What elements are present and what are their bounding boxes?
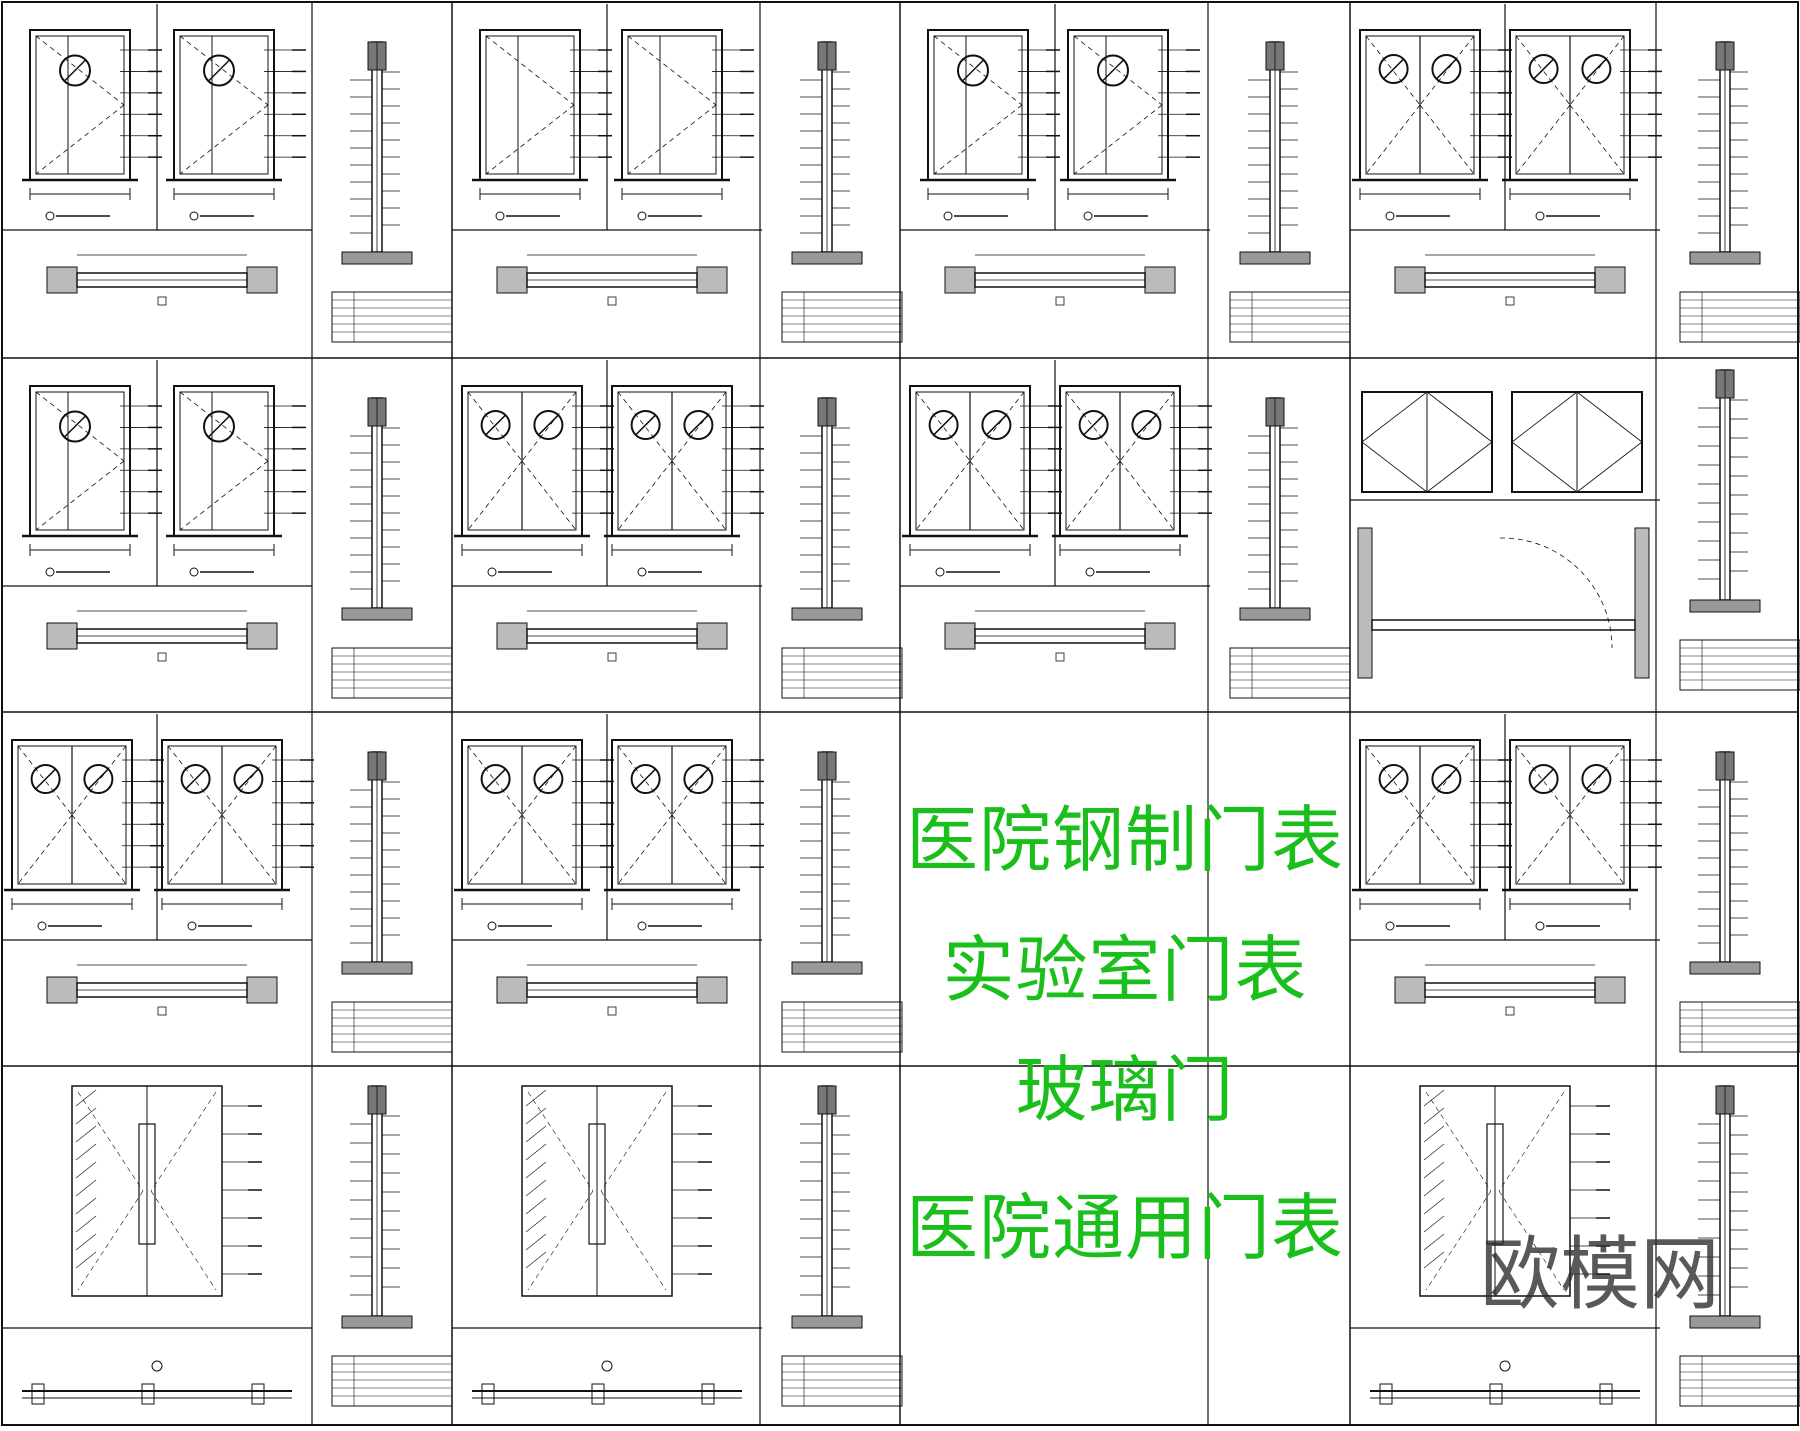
door-elevation — [479, 29, 581, 181]
wall-hatch — [46, 266, 78, 294]
vision-panel — [1528, 54, 1559, 84]
wall-hatch — [944, 622, 976, 650]
wall-hatch — [1357, 527, 1373, 679]
vision-panel — [83, 764, 114, 794]
vision-panel — [533, 410, 564, 440]
vision-panel — [981, 410, 1012, 440]
spec-table — [331, 647, 453, 699]
spec-table — [781, 1355, 903, 1407]
vision-panel — [1528, 764, 1559, 794]
wall-hatch — [1594, 266, 1626, 294]
vision-panel — [1378, 54, 1409, 84]
door-elevation — [29, 29, 131, 181]
spec-table — [781, 647, 903, 699]
vision-panel — [683, 764, 714, 794]
vision-panel — [59, 410, 91, 443]
wall-hatch — [246, 266, 278, 294]
spec-table — [331, 1355, 453, 1407]
wall-hatch — [246, 622, 278, 650]
wall-hatch — [496, 622, 528, 650]
vision-panel — [59, 54, 91, 87]
vision-panel — [233, 764, 264, 794]
vision-panel — [203, 410, 235, 443]
spec-table — [1229, 291, 1351, 343]
door-elevation — [927, 29, 1029, 181]
swing-arc — [1499, 537, 1613, 649]
watermark-logo: 欧模网 — [1480, 1228, 1720, 1321]
pull-handle — [138, 1123, 156, 1245]
spec-table — [781, 291, 903, 343]
wall-hatch — [1634, 527, 1650, 679]
vision-panel — [630, 764, 661, 794]
vision-panel — [1378, 764, 1409, 794]
wall-hatch — [246, 976, 278, 1004]
spec-table — [331, 1001, 453, 1053]
door-plan — [1371, 619, 1636, 631]
wall-hatch — [1144, 266, 1176, 294]
door-elevation — [173, 29, 275, 181]
wall-hatch — [1394, 266, 1426, 294]
spec-table — [1679, 1355, 1800, 1407]
vision-panel — [203, 54, 235, 87]
title-steel-door-schedule: 医院钢制门表 — [905, 798, 1344, 882]
vision-panel — [957, 54, 989, 87]
wall-hatch — [46, 622, 78, 650]
door-elevation — [621, 29, 723, 181]
door-elevation — [1067, 29, 1169, 181]
vision-panel — [1431, 764, 1462, 794]
spec-table — [1679, 639, 1800, 691]
vision-panel — [180, 764, 211, 794]
door-elevation — [173, 385, 275, 537]
wall-hatch — [944, 266, 976, 294]
vision-panel — [1431, 54, 1462, 84]
spec-table — [1679, 1001, 1800, 1053]
vision-panel — [480, 764, 511, 794]
vision-panel — [30, 764, 61, 794]
vision-panel — [928, 410, 959, 440]
vision-panel — [533, 764, 564, 794]
wall-hatch — [696, 266, 728, 294]
vision-panel — [683, 410, 714, 440]
spec-table — [781, 1001, 903, 1053]
pull-handle — [588, 1123, 606, 1245]
door-elevation — [29, 385, 131, 537]
vision-panel — [480, 410, 511, 440]
title-general-door-schedule: 医院通用门表 — [905, 1186, 1344, 1270]
vision-panel — [1131, 410, 1162, 440]
spec-table — [1679, 291, 1800, 343]
title-glass-door: 玻璃门 — [1015, 1048, 1235, 1132]
wall-hatch — [1144, 622, 1176, 650]
vision-panel — [1097, 54, 1129, 87]
vision-panel — [630, 410, 661, 440]
wall-hatch — [1394, 976, 1426, 1004]
wall-hatch — [496, 976, 528, 1004]
vision-panel — [1581, 764, 1612, 794]
wall-hatch — [46, 976, 78, 1004]
wall-hatch — [1594, 976, 1626, 1004]
vision-panel — [1581, 54, 1612, 84]
pull-handle — [1486, 1123, 1504, 1245]
title-lab-door-schedule: 实验室门表 — [942, 928, 1308, 1012]
spec-table — [331, 291, 453, 343]
wall-hatch — [696, 976, 728, 1004]
wall-hatch — [696, 622, 728, 650]
vision-panel — [1078, 410, 1109, 440]
spec-table — [1229, 647, 1351, 699]
wall-hatch — [496, 266, 528, 294]
